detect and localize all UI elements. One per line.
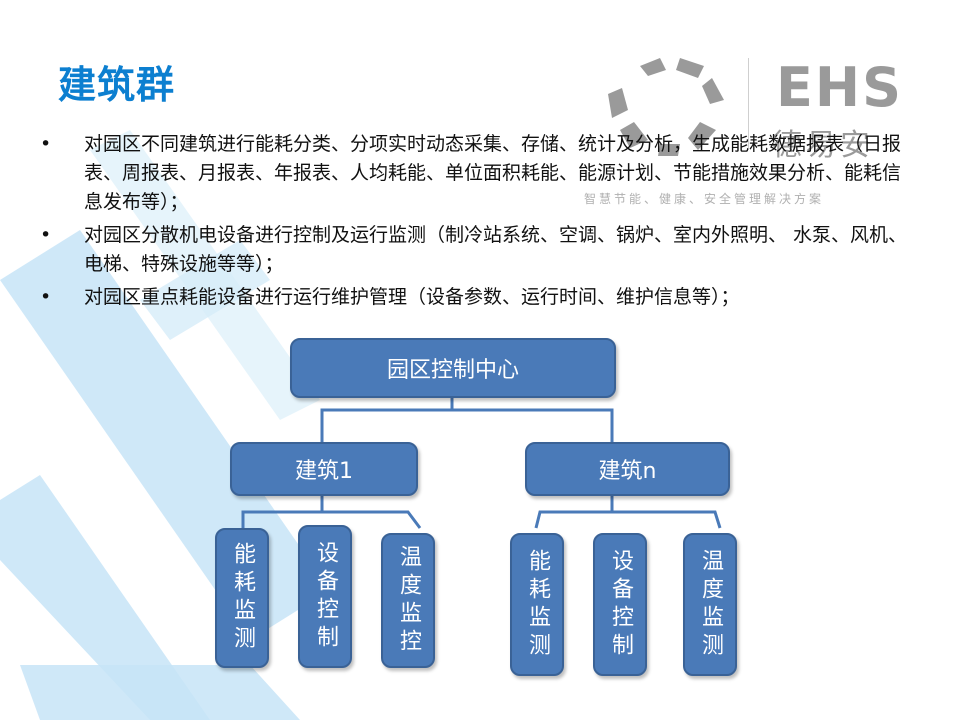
function-node: 能耗监测 bbox=[215, 528, 269, 668]
bullet-item: • 对园区分散机电设备进行控制及运行监测（制冷站系统、空调、锅炉、室内外照明、 … bbox=[40, 221, 910, 279]
node-label: 园区控制中心 bbox=[386, 358, 519, 383]
node-label: 设备控制 bbox=[313, 540, 338, 653]
node-label: 建筑n bbox=[598, 459, 657, 484]
node-label: 能耗监测 bbox=[525, 548, 550, 661]
logo-brand: EHS bbox=[776, 56, 903, 119]
bullet-text: 对园区重点耗能设备进行运行维护管理（设备参数、运行时间、维护信息等）； bbox=[84, 286, 740, 308]
node-label: 设备控制 bbox=[608, 548, 633, 661]
bullet-item: • 对园区不同建筑进行能耗分类、分项实时动态采集、存储、统计及分析，生成能耗数据… bbox=[40, 130, 910, 217]
function-node: 设备控制 bbox=[298, 525, 352, 668]
logo-tagline: 智慧节能、健康、安全管理解决方案 bbox=[584, 192, 825, 206]
bullet-symbol: • bbox=[40, 224, 52, 246]
bullet-list: • 对园区不同建筑进行能耗分类、分项实时动态采集、存储、统计及分析，生成能耗数据… bbox=[40, 130, 910, 316]
building-node: 建筑1 bbox=[230, 442, 418, 496]
bullet-symbol: • bbox=[40, 286, 52, 308]
node-label: 建筑1 bbox=[295, 459, 353, 484]
page-title: 建筑群 bbox=[58, 63, 176, 107]
control-center-node: 园区控制中心 bbox=[290, 338, 616, 398]
node-label: 温度监测 bbox=[698, 548, 723, 661]
function-node: 能耗监测 bbox=[510, 533, 564, 676]
function-node: 温度监测 bbox=[683, 533, 737, 676]
company-logo: EHS 德易安 智慧节能、健康、安全管理解决方案 bbox=[584, 48, 910, 218]
bullet-text: 对园区不同建筑进行能耗分类、分项实时动态采集、存储、统计及分析，生成能耗数据报表… bbox=[84, 133, 902, 213]
logo-mark-icon bbox=[608, 58, 724, 156]
bullet-symbol: • bbox=[40, 133, 52, 155]
building-node: 建筑n bbox=[525, 442, 730, 496]
node-label: 能耗监测 bbox=[230, 542, 255, 654]
node-label: 温度监控 bbox=[396, 544, 421, 657]
function-node: 设备控制 bbox=[593, 533, 647, 676]
bullet-text: 对园区分散机电设备进行控制及运行监测（制冷站系统、空调、锅炉、室内外照明、 水泵… bbox=[84, 224, 908, 275]
function-node: 温度监控 bbox=[381, 533, 435, 668]
bullet-item: • 对园区重点耗能设备进行运行维护管理（设备参数、运行时间、维护信息等）； bbox=[40, 283, 910, 312]
logo-chinese-name: 德易安 bbox=[772, 128, 874, 163]
